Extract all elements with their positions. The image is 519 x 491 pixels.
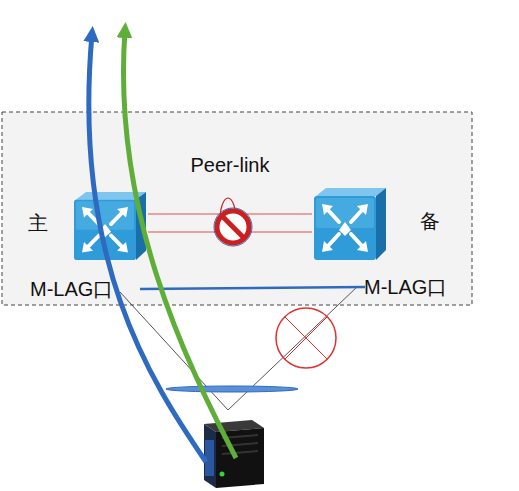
switch-icon	[312, 186, 388, 262]
switch-node: 备M-LAG口	[312, 186, 388, 262]
port-label: M-LAG口	[30, 278, 113, 300]
mlag-bundle	[140, 287, 365, 289]
role-label: 备	[420, 210, 440, 232]
fault-circle	[276, 308, 336, 368]
fault-cross	[285, 317, 327, 359]
port-label: M-LAG口	[364, 276, 447, 298]
lag-ellipse	[166, 386, 298, 392]
peer-link	[148, 198, 312, 246]
mlag-region	[2, 112, 472, 305]
traffic-arrow	[123, 30, 236, 458]
link-label: Peer-link	[188, 154, 273, 176]
fault-cross	[285, 317, 327, 359]
role-label: 主	[28, 212, 48, 234]
